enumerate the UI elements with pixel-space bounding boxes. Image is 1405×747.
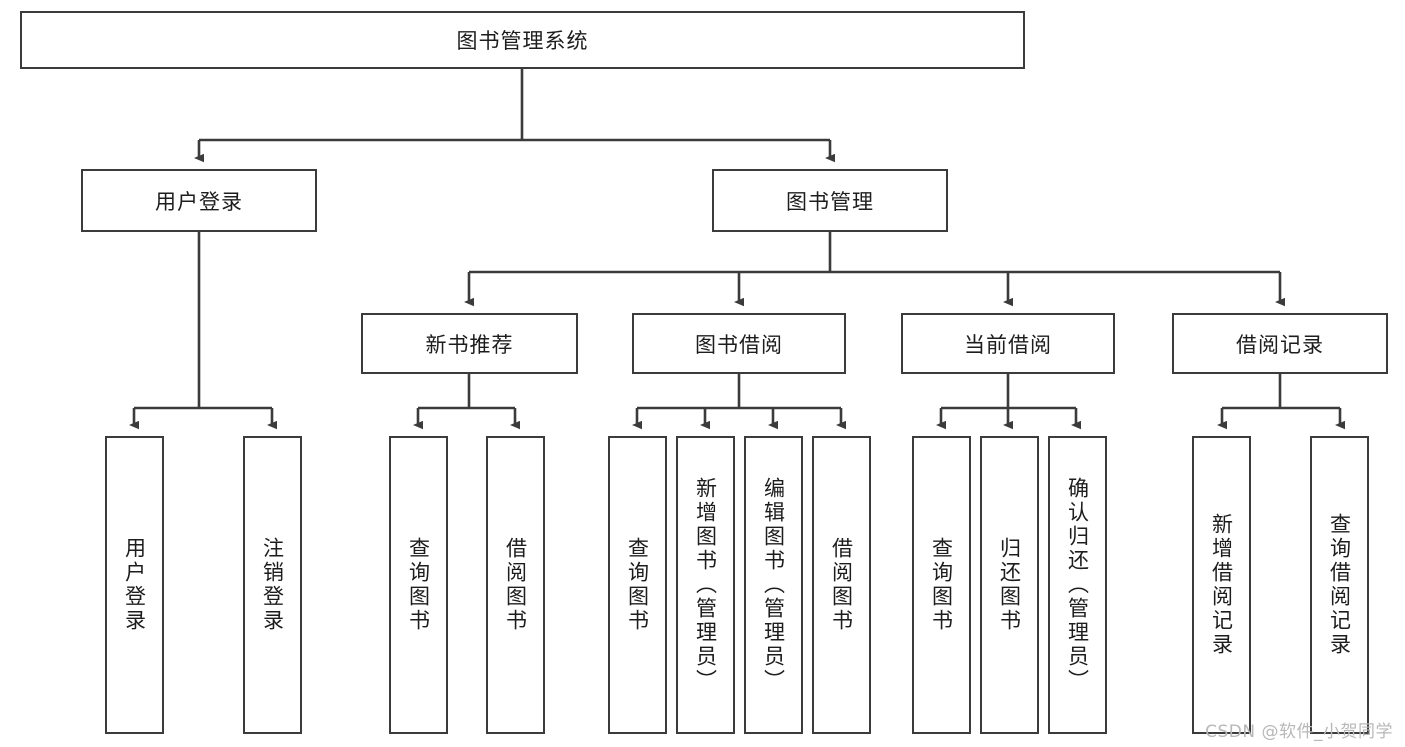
leaf-logout[interactable]: 注销登录 <box>243 436 302 734</box>
node-current-borrow-label: 当前借阅 <box>964 332 1052 357</box>
node-root-system-label: 图书管理系统 <box>456 29 589 53</box>
leaf-current-return-book-label: 归还图书 <box>997 537 1022 633</box>
leaf-record-query-borrow-record[interactable]: 查询借阅记录 <box>1310 436 1369 734</box>
leaf-record-query-borrow-record-label: 查询借阅记录 <box>1327 513 1352 657</box>
leaf-current-return-book[interactable]: 归还图书 <box>980 436 1039 734</box>
node-root-system[interactable]: 图书管理系统 <box>20 11 1025 69</box>
leaf-borrow-query-book[interactable]: 查询图书 <box>608 436 667 734</box>
node-book-manage[interactable]: 图书管理 <box>712 169 948 232</box>
leaf-recommend-query-book[interactable]: 查询图书 <box>389 436 448 734</box>
leaf-recommend-borrow-book-label: 借阅图书 <box>503 537 528 633</box>
node-book-manage-label: 图书管理 <box>786 189 874 214</box>
node-book-borrow-label: 图书借阅 <box>695 332 783 357</box>
node-new-book-recommend-label: 新书推荐 <box>425 332 514 357</box>
leaf-borrow-edit-book-admin[interactable]: 编辑图书（管理员） <box>744 436 803 734</box>
node-user-login-label: 用户登录 <box>155 189 243 214</box>
leaf-borrow-add-book-admin-label: 新增图书（管理员） <box>693 477 718 693</box>
leaf-current-query-book[interactable]: 查询图书 <box>912 436 971 734</box>
leaf-logout-label: 注销登录 <box>260 537 285 633</box>
leaf-borrow-query-book-label: 查询图书 <box>625 537 650 633</box>
csdn-watermark: CSDN @软件_小贺同学 <box>1205 722 1393 742</box>
leaf-record-add-borrow-record-label: 新增借阅记录 <box>1209 513 1234 657</box>
leaf-borrow-borrow-book-label: 借阅图书 <box>829 537 854 633</box>
node-new-book-recommend[interactable]: 新书推荐 <box>361 313 578 374</box>
leaf-current-query-book-label: 查询图书 <box>929 537 954 633</box>
leaf-user-login[interactable]: 用户登录 <box>105 436 164 734</box>
node-current-borrow[interactable]: 当前借阅 <box>901 313 1115 374</box>
leaf-recommend-query-book-label: 查询图书 <box>406 537 431 633</box>
leaf-recommend-borrow-book[interactable]: 借阅图书 <box>486 436 545 734</box>
leaf-current-confirm-return-admin[interactable]: 确认归还（管理员） <box>1048 436 1107 734</box>
leaf-current-confirm-return-admin-label: 确认归还（管理员） <box>1065 477 1090 693</box>
node-borrow-record-label: 借阅记录 <box>1236 332 1324 357</box>
leaf-borrow-borrow-book[interactable]: 借阅图书 <box>812 436 871 734</box>
node-borrow-record[interactable]: 借阅记录 <box>1172 313 1388 374</box>
leaf-record-add-borrow-record[interactable]: 新增借阅记录 <box>1192 436 1251 734</box>
node-user-login[interactable]: 用户登录 <box>81 169 317 232</box>
node-book-borrow[interactable]: 图书借阅 <box>632 313 846 374</box>
leaf-borrow-edit-book-admin-label: 编辑图书（管理员） <box>761 477 786 693</box>
leaf-user-login-label: 用户登录 <box>122 537 147 633</box>
leaf-borrow-add-book-admin[interactable]: 新增图书（管理员） <box>676 436 735 734</box>
